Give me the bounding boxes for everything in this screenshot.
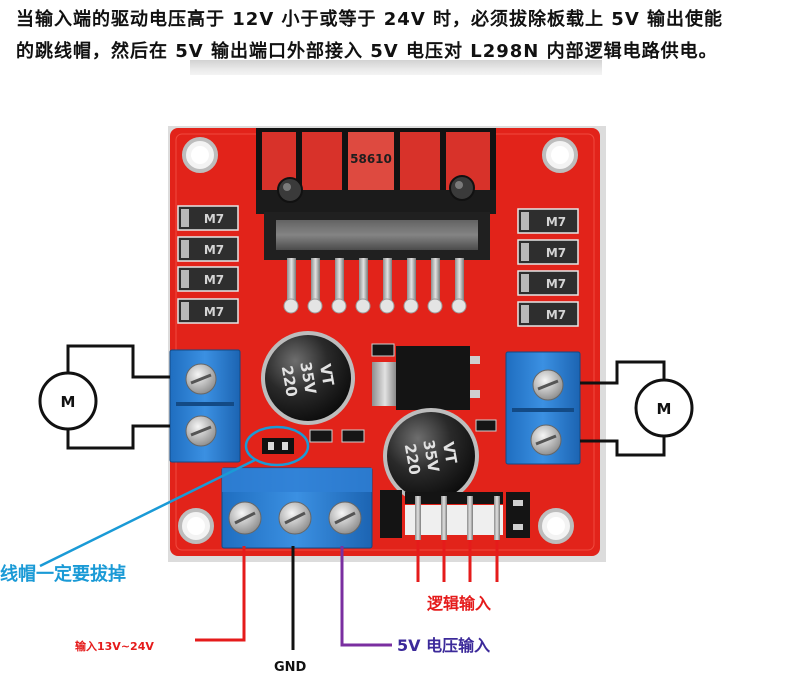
gnd-label: GND xyxy=(274,660,307,675)
caption-line-1: 当输入端的驱动电压高于 12V 小于或等于 24V 时，必须拔除板载上 5V 输… xyxy=(16,9,724,30)
chip-pad xyxy=(451,298,467,314)
ena-jumper xyxy=(380,490,402,538)
diode-label: M7 xyxy=(204,305,224,319)
l298n-chip xyxy=(264,212,490,314)
terminal-motor-b xyxy=(505,351,581,465)
diode-label: M7 xyxy=(546,277,566,291)
capacitor-value: 220 xyxy=(278,364,301,398)
photo-top-edge xyxy=(190,60,602,75)
heatsink-screw-left xyxy=(277,177,303,203)
chip-pad xyxy=(331,298,347,314)
jumper-pointer-line xyxy=(39,458,256,568)
motor-a-label: M xyxy=(61,393,76,411)
mounting-hole-bottom-left xyxy=(178,508,214,544)
terminal-screw xyxy=(185,363,217,395)
capacitor-series: VT xyxy=(439,440,461,465)
capacitor-left: VT 35V 220 xyxy=(261,331,355,425)
diode-label: M7 xyxy=(204,243,224,257)
chip-pin xyxy=(431,258,440,308)
power-wire-5v xyxy=(340,546,392,647)
motor-a-symbol xyxy=(38,371,98,431)
capacitor-value: 220 xyxy=(401,442,424,476)
chip-pad xyxy=(307,298,323,314)
enb-jumper xyxy=(506,492,530,538)
capacitor-series: VT xyxy=(316,362,338,387)
chip-pad xyxy=(283,298,299,314)
motor-b-wiring: M xyxy=(580,360,694,457)
jumper-note: 线帽一定要拔掉 xyxy=(0,563,126,585)
heatsink-screw-right xyxy=(449,175,475,201)
diode-label: M7 xyxy=(546,308,566,322)
mounting-hole-top-left xyxy=(182,137,218,173)
header-pin xyxy=(467,496,473,540)
terminal-power xyxy=(221,467,373,549)
terminal-screw xyxy=(228,501,262,535)
mounting-hole-bottom-right xyxy=(538,508,574,544)
terminal-screw xyxy=(185,415,217,447)
diode: M7 xyxy=(177,266,239,292)
chip-pin xyxy=(407,258,416,308)
diode: M7 xyxy=(177,298,239,324)
five-v-jumper xyxy=(262,438,294,454)
diode: M7 xyxy=(177,205,239,231)
chip-pad xyxy=(403,298,419,314)
header-pin xyxy=(415,496,421,540)
jumper-annotation: 线帽一定要拔掉 xyxy=(0,425,310,585)
logic-input-wiring: 逻辑输入 xyxy=(416,540,499,613)
smd-resistor xyxy=(309,429,333,443)
capacitor-voltage: 35V xyxy=(296,360,319,396)
instruction-caption: 当输入端的驱动电压高于 12V 小于或等于 24V 时，必须拔除板载上 5V 输… xyxy=(16,4,786,68)
chip-pin xyxy=(311,258,320,308)
header-pin xyxy=(494,496,500,540)
motor-b-symbol xyxy=(634,378,694,438)
chip-pin xyxy=(287,258,296,308)
l298n-board: 58610 xyxy=(168,126,606,562)
header-pin xyxy=(441,496,447,540)
diode: M7 xyxy=(517,239,579,265)
diode-label: M7 xyxy=(546,215,566,229)
terminal-screw xyxy=(328,501,362,535)
mounting-hole-top-right xyxy=(542,137,578,173)
voltage-regulator xyxy=(372,346,480,410)
diode: M7 xyxy=(177,236,239,262)
power-wire-red xyxy=(195,546,246,642)
chip-pad xyxy=(427,298,443,314)
logic-input-label: 逻辑输入 xyxy=(427,594,491,613)
diode-label: M7 xyxy=(204,212,224,226)
jumper-highlight-circle xyxy=(244,425,310,467)
diode-label: M7 xyxy=(204,273,224,287)
caption-line-2: 的跳线帽，然后在 5V 输出端口外部接入 5V 电压对 L298N 内部逻辑电路… xyxy=(16,41,718,62)
terminal-screw xyxy=(530,424,562,456)
terminal-screw xyxy=(278,501,312,535)
terminal-screw xyxy=(532,369,564,401)
diode: M7 xyxy=(517,208,579,234)
chip-pad xyxy=(379,298,395,314)
chip-pin xyxy=(335,258,344,308)
chip-pad xyxy=(355,298,371,314)
chip-pin xyxy=(455,258,464,308)
capacitor-right: VT 35V 220 xyxy=(383,408,479,504)
power-input-label: 输入13V~24V xyxy=(75,639,154,653)
five-v-input-label: 5V 电压输入 xyxy=(397,636,490,655)
smd-resistor xyxy=(341,429,365,443)
diode: M7 xyxy=(517,270,579,296)
chip-marking: 58610 xyxy=(350,152,392,166)
chip-pin xyxy=(383,258,392,308)
chip-pin xyxy=(359,258,368,308)
diode: M7 xyxy=(517,301,579,327)
heatsink: 58610 xyxy=(256,128,496,214)
terminal-motor-a xyxy=(169,349,241,463)
motor-a-wiring: M xyxy=(38,344,170,450)
motor-b-label: M xyxy=(657,400,672,418)
diode-label: M7 xyxy=(546,246,566,260)
capacitor-voltage: 35V xyxy=(419,438,442,474)
smd-resistor xyxy=(475,419,497,432)
power-wiring: 输入13V~24V GND 5V 电压输入 xyxy=(75,546,490,675)
logic-input-header xyxy=(380,490,530,540)
smd-resistor xyxy=(371,343,395,357)
